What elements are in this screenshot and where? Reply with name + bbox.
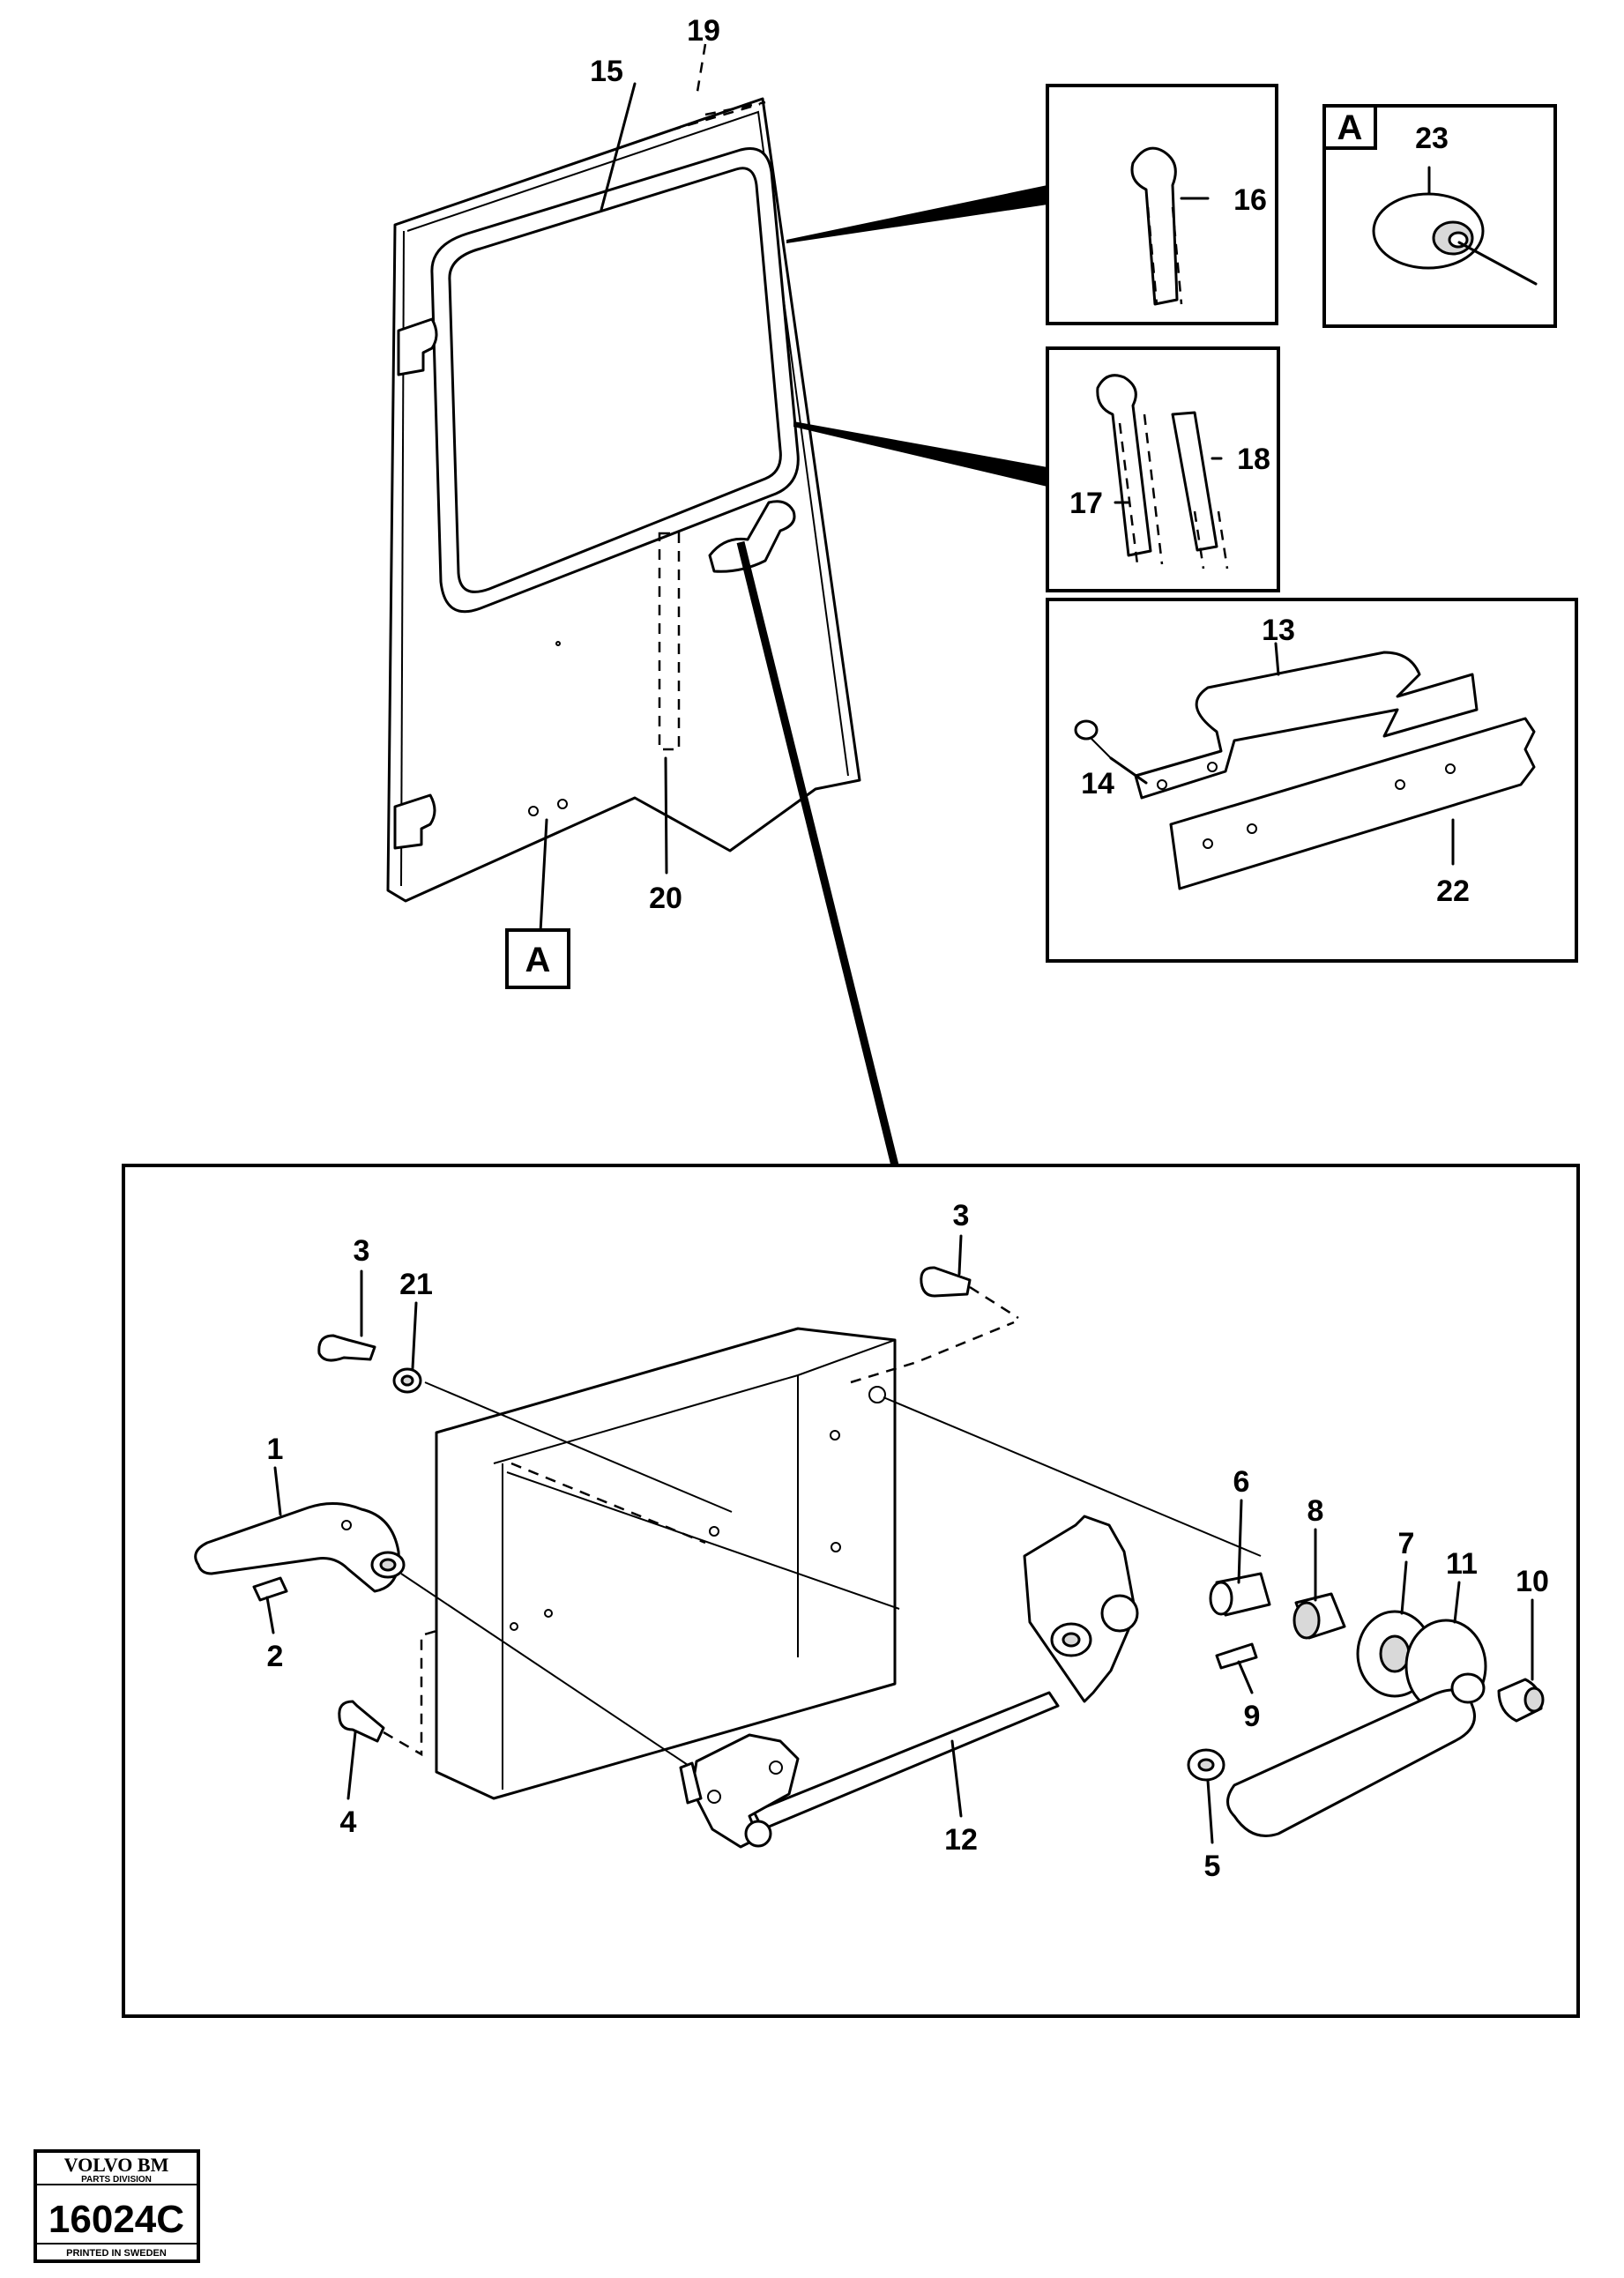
callout-22: 22	[1436, 875, 1470, 908]
callout-19: 19	[687, 14, 720, 48]
inner-handle-1	[194, 1502, 400, 1593]
outer-handle-lever	[1226, 1688, 1476, 1837]
callout-3-left: 3	[354, 1234, 370, 1268]
callout-7: 7	[1398, 1527, 1415, 1560]
lower-hinge	[393, 793, 436, 850]
stamp-printed: PRINTED IN SWEDEN	[66, 2248, 167, 2259]
callout-21: 21	[399, 1268, 433, 1301]
callout-17: 17	[1069, 487, 1103, 520]
callout-14: 14	[1081, 767, 1114, 800]
callout-23: 23	[1415, 122, 1449, 155]
callout-5: 5	[1204, 1850, 1221, 1883]
screw-4	[338, 1700, 385, 1743]
callout-3-right: 3	[953, 1199, 970, 1232]
stamp-brand: VOLVO BM	[64, 2154, 169, 2176]
screw-3-right	[920, 1266, 972, 1298]
inset-seal-17-18	[1046, 346, 1280, 592]
callout-15: 15	[590, 55, 623, 88]
callout-2: 2	[267, 1640, 284, 1673]
upper-hinge	[397, 317, 438, 376]
stamp-division: PARTS DIVISION	[81, 2175, 152, 2185]
callout-4: 4	[340, 1805, 357, 1839]
callout-20: 20	[649, 882, 682, 915]
callout-9: 9	[1244, 1700, 1261, 1733]
callout-16: 16	[1233, 183, 1267, 217]
callout-10: 10	[1516, 1565, 1549, 1598]
screw-3-left	[317, 1334, 376, 1362]
door-detail-marker: A	[505, 928, 570, 989]
mounting-plate-22	[1169, 717, 1536, 890]
inset-grab-handle	[1046, 598, 1578, 963]
callout-13: 13	[1262, 614, 1295, 647]
lock-mechanism-detail	[122, 1164, 1580, 2018]
stamp-code: 16024C	[48, 2198, 184, 2241]
grab-handle-13	[1134, 651, 1479, 800]
callout-18: 18	[1237, 443, 1270, 476]
screw-14	[1074, 719, 1099, 741]
volvo-bm-stamp: VOLVO BM PARTS DIVISION 16024C PRINTED I…	[34, 2149, 200, 2263]
pin-9	[1215, 1642, 1258, 1670]
door-marker-label: A	[525, 941, 551, 979]
callout-11: 11	[1446, 1547, 1478, 1581]
inset-detail-a: A	[1322, 104, 1557, 328]
callout-8: 8	[1307, 1494, 1324, 1528]
door-assembly	[386, 97, 861, 903]
callout-labels: 15 19 16 23 18 17 13 14 22 20 3 21 3 1 2…	[267, 14, 1549, 1883]
set-screw-2	[252, 1576, 288, 1602]
callout-12: 12	[944, 1823, 978, 1857]
callout-1: 1	[267, 1433, 284, 1466]
inset-marker-label: A	[1337, 108, 1363, 147]
callout-6: 6	[1233, 1465, 1250, 1499]
